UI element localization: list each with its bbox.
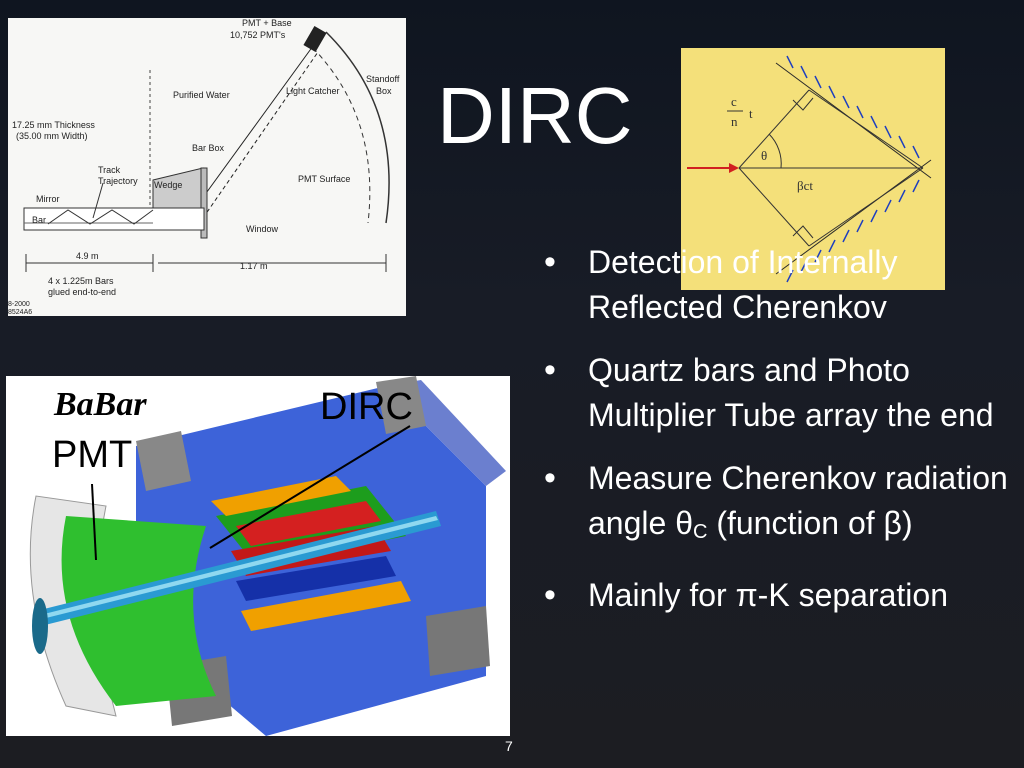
label-beta-ct: βct [797,178,813,193]
babar-logo-text: BaBar [54,386,147,423]
label-pmt-count: 10,752 PMT's [230,30,286,40]
bullet-item: • Quartz bars and Photo Multiplier Tube … [540,348,1010,438]
label-mirror: Mirror [36,194,60,204]
label-pmt-surface: PMT Surface [298,174,350,184]
label-standoff-box: Box [376,86,392,96]
label-trajectory: Trajectory [98,176,138,186]
bullet-item: • Mainly for π-K separation [540,573,1010,618]
label-window: Window [246,224,279,234]
cone-drawing: c n t θ βct [687,55,932,283]
label-code-1: 8-2000 [8,301,30,308]
bullet-item: • Detection of Internally Reflected Cher… [540,240,1010,330]
bullet-dot-icon: • [544,459,556,497]
page-number: 7 [505,738,513,754]
label-width: (35.00 mm Width) [16,131,88,141]
bullet-dot-icon: • [544,243,556,281]
label-c: c [731,94,737,109]
bullet-text-post: (function of β) [707,505,913,541]
bullet-text: Mainly for π-K separation [588,577,948,613]
label-n: n [731,114,738,129]
label-length-bars: 4.9 m [76,251,99,261]
label-purified-water: Purified Water [173,90,230,100]
label-bar-box: Bar Box [192,143,225,153]
schematic-drawing: PMT + Base 10,752 PMT's Standoff Box Pur… [8,18,400,316]
bullet-text: Detection of Internally Reflected Cheren… [588,244,898,325]
slide-title: DIRC [437,71,633,160]
cherenkov-cone-diagram: c n t θ βct [681,48,945,290]
label-t: t [749,106,753,121]
bullet-dot-icon: • [544,351,556,389]
label-standoff: Standoff [366,74,400,84]
bullet-list: • Detection of Internally Reflected Cher… [540,240,1010,636]
bullet-dot-icon: • [544,576,556,614]
label-length-standoff: 1.17 m [240,261,268,271]
label-code-2: 8524A6 [8,309,32,316]
label-bars-count: 4 x 1.225m Bars [48,276,114,286]
bullet-text: Quartz bars and Photo Multiplier Tube ar… [588,352,994,433]
label-pmt-base: PMT + Base [242,18,292,28]
label-track: Track [98,165,121,175]
label-theta: θ [761,148,767,163]
bullet-subscript: C [692,521,708,543]
bullet-text-pre: Measure Cherenkov radiation angle θ [588,460,1008,541]
pmt-callout-label: PMT [52,434,133,476]
label-wedge: Wedge [154,180,182,190]
detector-drawing [29,376,506,736]
label-bars-glued: glued end-to-end [48,287,116,297]
label-thickness: 17.25 mm Thickness [12,120,95,130]
babar-detector-image [6,376,510,736]
dirc-callout-label: DIRC [320,386,413,428]
label-bar: Bar [32,215,46,225]
label-light-catcher: Light Catcher [286,86,340,96]
dirc-schematic: PMT + Base 10,752 PMT's Standoff Box Pur… [8,18,406,316]
bullet-item: • Measure Cherenkov radiation angle θC (… [540,456,1010,555]
